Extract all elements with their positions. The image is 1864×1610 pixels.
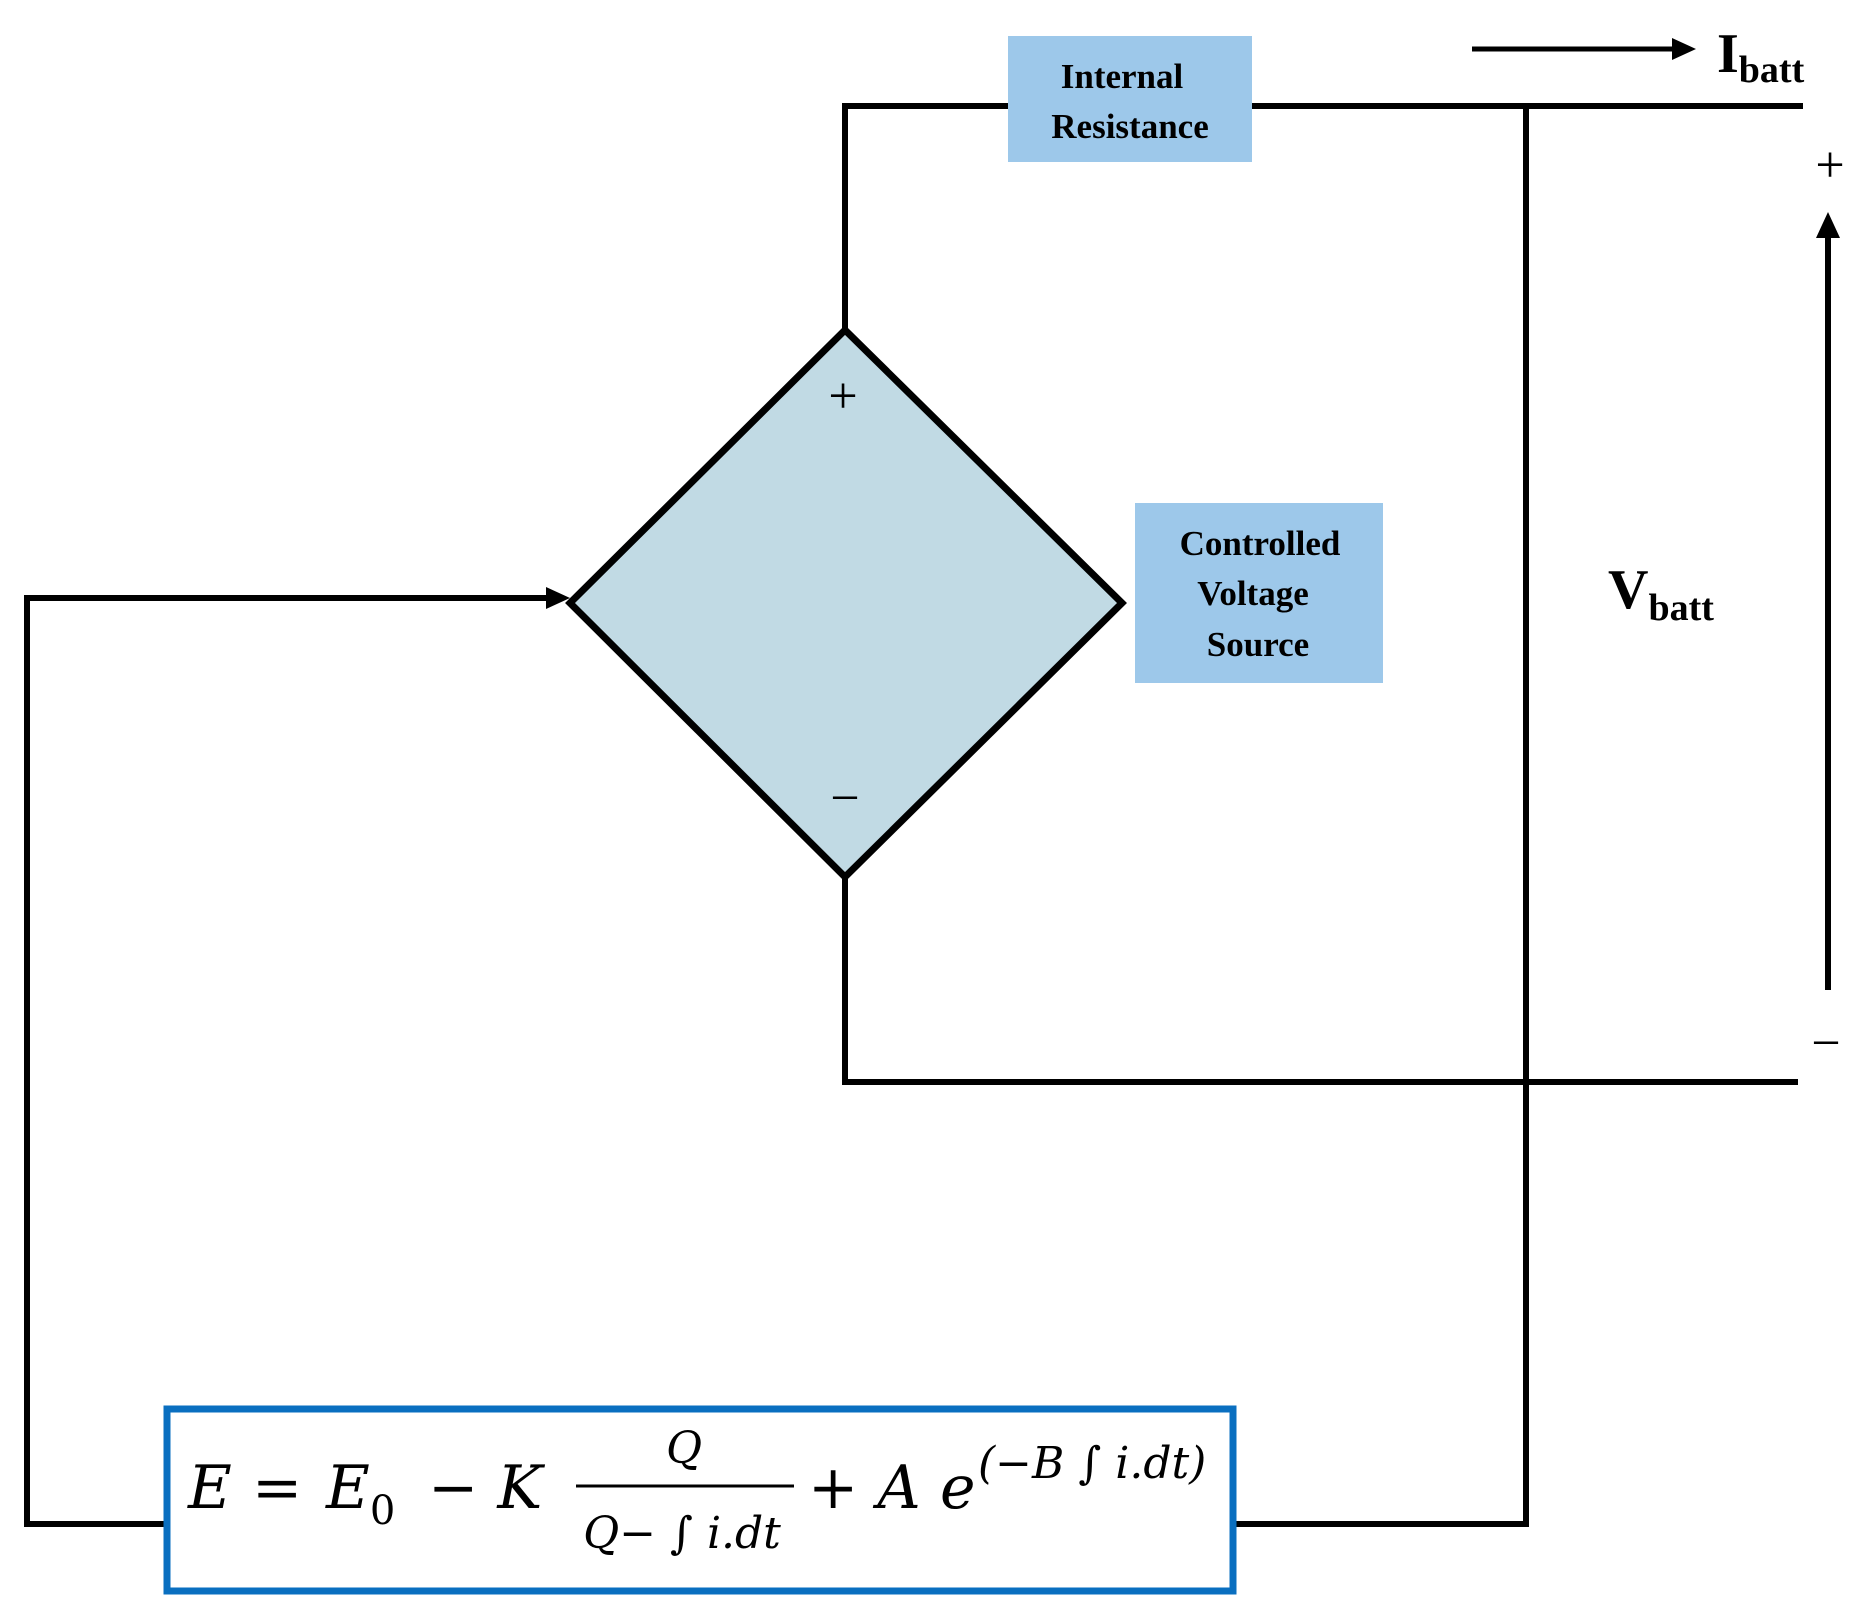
voltage-label: Vbatt xyxy=(1608,559,1714,629)
internal-resistance-box xyxy=(1008,36,1252,162)
equation-exponent: (−B ∫ i.dt) xyxy=(978,1438,1206,1489)
voltage-arrowhead xyxy=(1816,212,1840,238)
controlled-source-label-line3: Source xyxy=(1207,625,1309,664)
control-input-arrowhead xyxy=(546,587,570,609)
current-arrowhead xyxy=(1672,38,1696,60)
controlled-source-label-line2: Voltage xyxy=(1197,574,1308,613)
voltage-subscript: batt xyxy=(1648,587,1714,629)
internal-resistance-label-line2: Resistance xyxy=(1051,107,1208,146)
current-label: Ibatt xyxy=(1717,23,1805,91)
controlled-source-label-box xyxy=(1135,503,1383,683)
wire-source-bottom xyxy=(842,874,1798,1085)
wire-control-input xyxy=(24,595,556,1527)
controlled-voltage-source xyxy=(565,325,1127,882)
equation-lhs: E xyxy=(187,1453,232,1523)
voltage-plus-sign: + xyxy=(1815,137,1844,194)
equation-e0-subscript: 0 xyxy=(370,1488,395,1534)
circuit-wires xyxy=(24,103,1803,1527)
equation-numerator: Q xyxy=(666,1423,702,1474)
equation-exp-base: e xyxy=(940,1453,976,1523)
equation-minus-k: − K xyxy=(428,1453,545,1523)
voltage-minus-sign: − xyxy=(1811,1015,1840,1072)
source-minus-sign: − xyxy=(830,770,859,827)
voltage-symbol: V xyxy=(1608,559,1648,621)
source-plus-sign: + xyxy=(828,368,857,425)
equation-e0-symbol: E xyxy=(325,1453,370,1523)
equation-plus-a: + A xyxy=(808,1453,921,1523)
equation-equals: = xyxy=(252,1453,302,1523)
controlled-source-label-line1: Controlled xyxy=(1180,524,1341,563)
internal-resistance-label-line1: Internal xyxy=(1061,57,1184,96)
current-subscript: batt xyxy=(1739,49,1805,91)
equation-e0: E0 xyxy=(325,1453,395,1534)
wire-feedback xyxy=(1232,103,1529,1527)
battery-voltage-equation: E = E0 − K Q Q− ∫ i.dt + A e (−B ∫ i.dt) xyxy=(187,1423,1206,1559)
current-symbol: I xyxy=(1717,23,1739,85)
equation-denominator: Q− ∫ i.dt xyxy=(583,1508,781,1559)
wire-source-top xyxy=(842,103,1013,333)
equation-box xyxy=(163,1405,1237,1595)
